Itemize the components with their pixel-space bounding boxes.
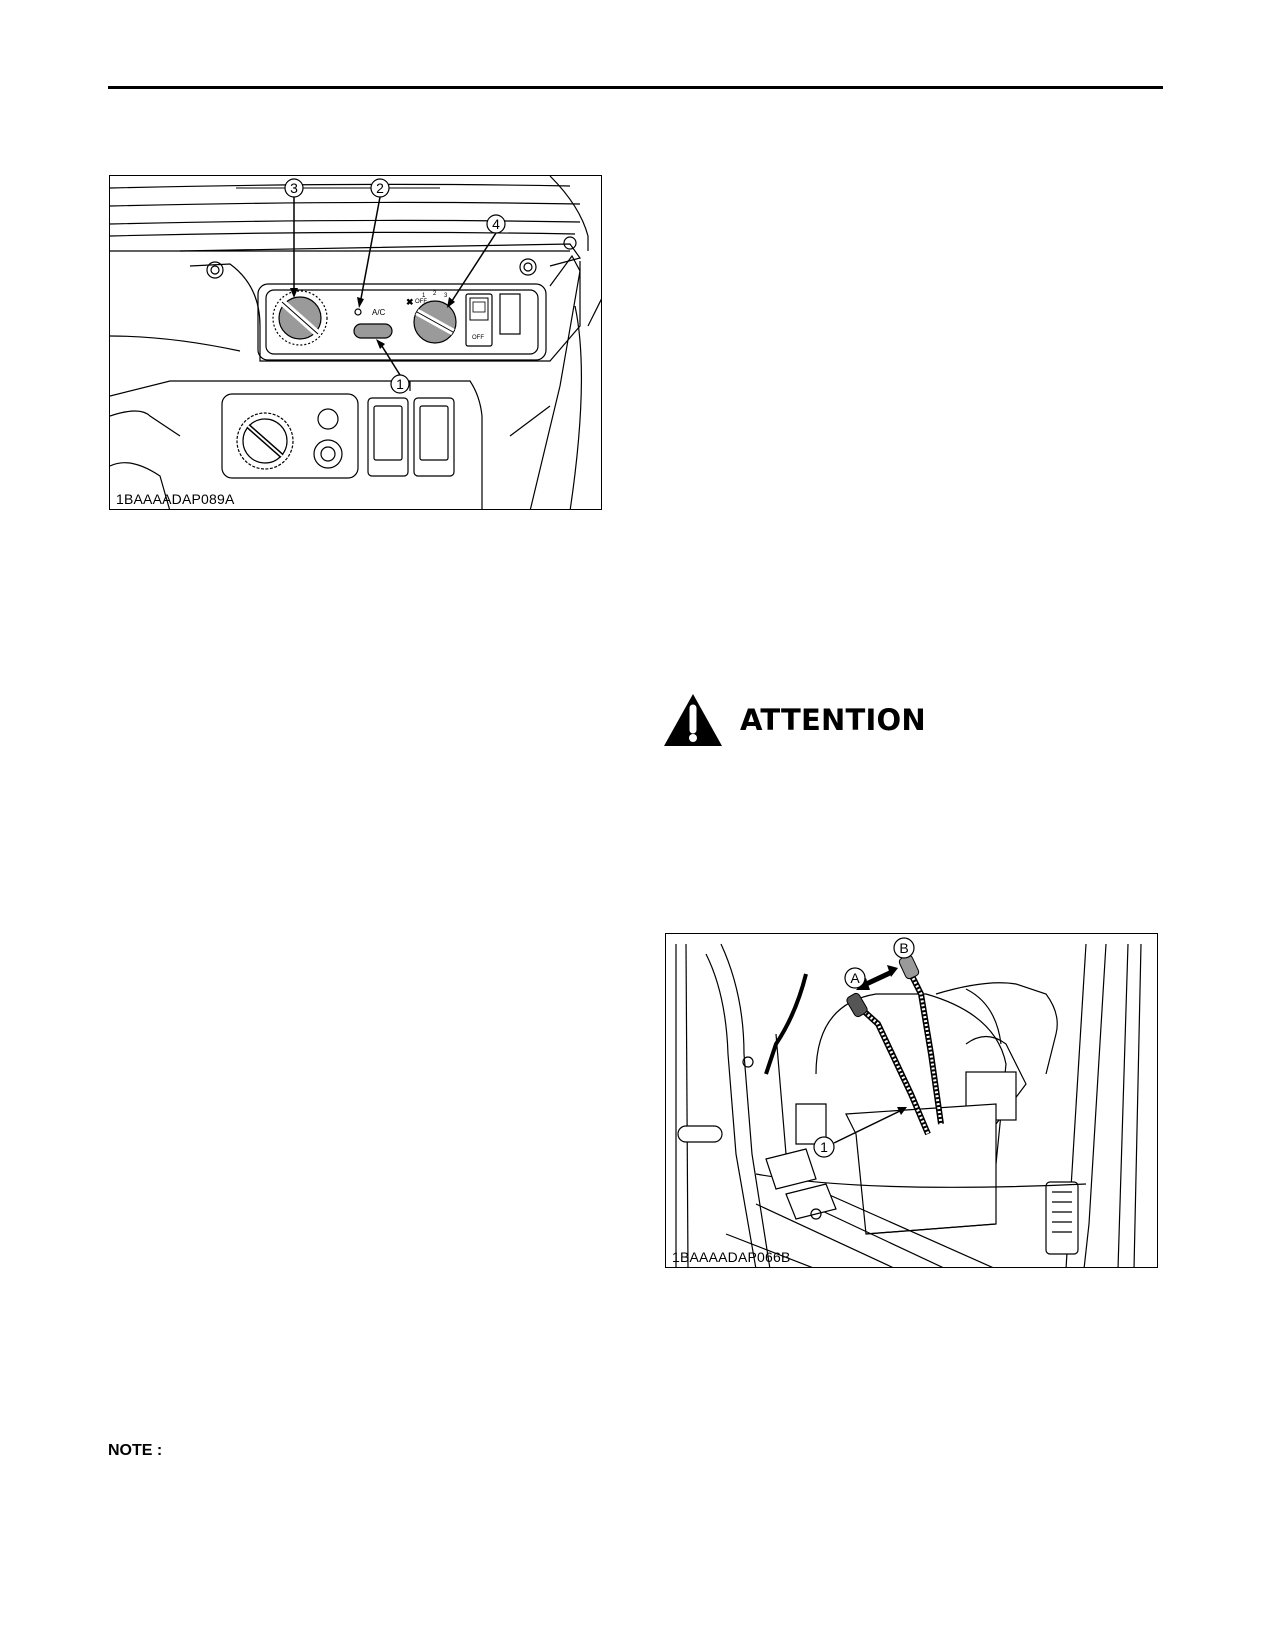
svg-text:OFF: OFF — [472, 335, 484, 341]
callout-a: A — [850, 970, 860, 986]
figure-ac-control-panel: A/C ✖ OFF 1 2 3 OFF — [109, 175, 602, 510]
svg-text:1: 1 — [422, 293, 426, 299]
header-rule — [108, 86, 1163, 89]
svg-text:3: 3 — [444, 293, 448, 299]
svg-text:2: 2 — [433, 291, 437, 297]
ac-label: A/C — [372, 308, 386, 317]
callout-3: 3 — [290, 180, 298, 196]
attention-heading: ATTENTION — [662, 690, 926, 750]
svg-text:✖: ✖ — [406, 297, 414, 307]
callout-1: 1 — [396, 376, 404, 392]
attention-title: ATTENTION — [740, 703, 926, 737]
warning-triangle-icon — [664, 694, 722, 746]
svg-text:OFF: OFF — [415, 299, 427, 305]
callout-4: 4 — [492, 216, 500, 232]
figure-cab-lock-lever: B A 1 1BAAAADAP066B — [665, 933, 1158, 1268]
callout-2: 2 — [376, 180, 384, 196]
ac-button — [353, 323, 393, 339]
ac-panel-illustration: A/C ✖ OFF 1 2 3 OFF — [110, 176, 601, 509]
callout-b: B — [899, 940, 908, 956]
cab-interior-illustration: B A 1 — [675, 937, 1142, 1267]
note-label: NOTE : — [108, 1442, 163, 1459]
figure-code: 1BAAAADAP066B — [672, 1249, 791, 1265]
figure-code: 1BAAAADAP089A — [116, 491, 235, 507]
callout-1: 1 — [820, 1139, 828, 1155]
